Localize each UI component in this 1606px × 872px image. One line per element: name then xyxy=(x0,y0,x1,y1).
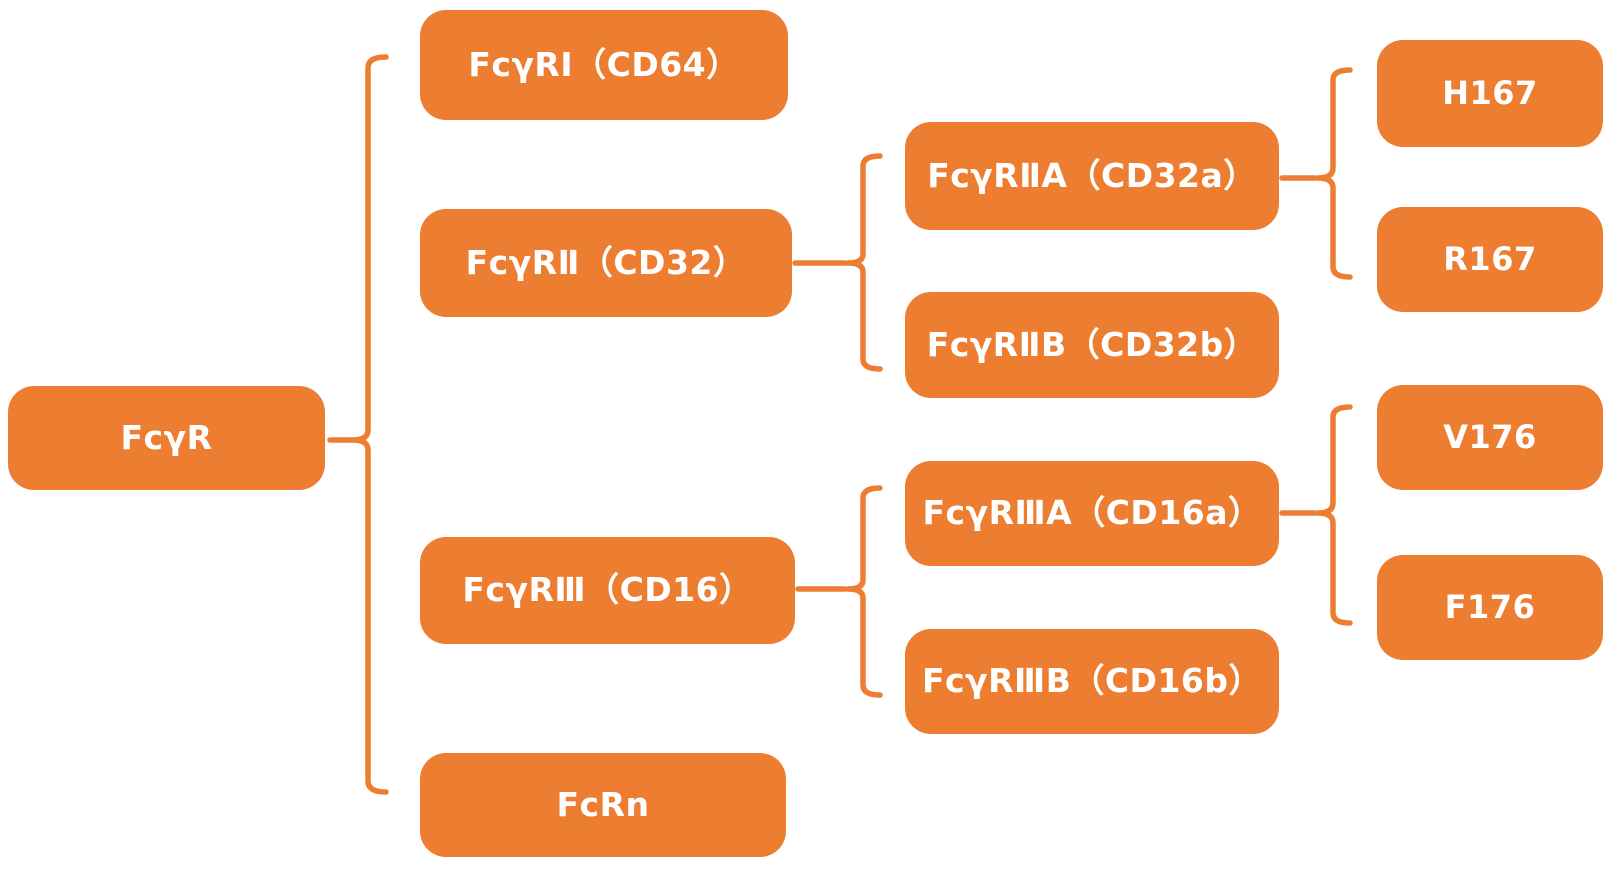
node-fcrn: FcRn xyxy=(420,753,786,857)
brace-fcgr2a-children xyxy=(1315,67,1353,280)
node-fcgr3b-cd16b: FcγRⅢB（CD16b） xyxy=(905,629,1279,734)
node-fcgr2-cd32: FcγRⅡ（CD32） xyxy=(420,209,792,317)
node-fcgr3-cd16: FcγRⅢ（CD16） xyxy=(420,537,795,644)
node-fcgr2b-cd32b: FcγRⅡB（CD32b） xyxy=(905,292,1279,398)
brace-fcgr3-children xyxy=(845,485,883,698)
node-f176: F176 xyxy=(1377,555,1603,660)
brace-fcgr2-children xyxy=(845,153,883,372)
brace-root-children xyxy=(350,54,389,795)
node-fcgr2a-cd32a: FcγRⅡA（CD32a） xyxy=(905,122,1279,230)
node-h167: H167 xyxy=(1377,40,1603,147)
node-fcgr1-cd64: FcγRⅠ（CD64） xyxy=(420,10,788,120)
node-fcgr-root: FcγR xyxy=(8,386,325,490)
node-fcgr3a-cd16a: FcγRⅢA（CD16a） xyxy=(905,461,1279,566)
node-r167: R167 xyxy=(1377,207,1603,312)
brace-fcgr3a-children xyxy=(1315,404,1353,626)
node-v176: V176 xyxy=(1377,385,1603,490)
